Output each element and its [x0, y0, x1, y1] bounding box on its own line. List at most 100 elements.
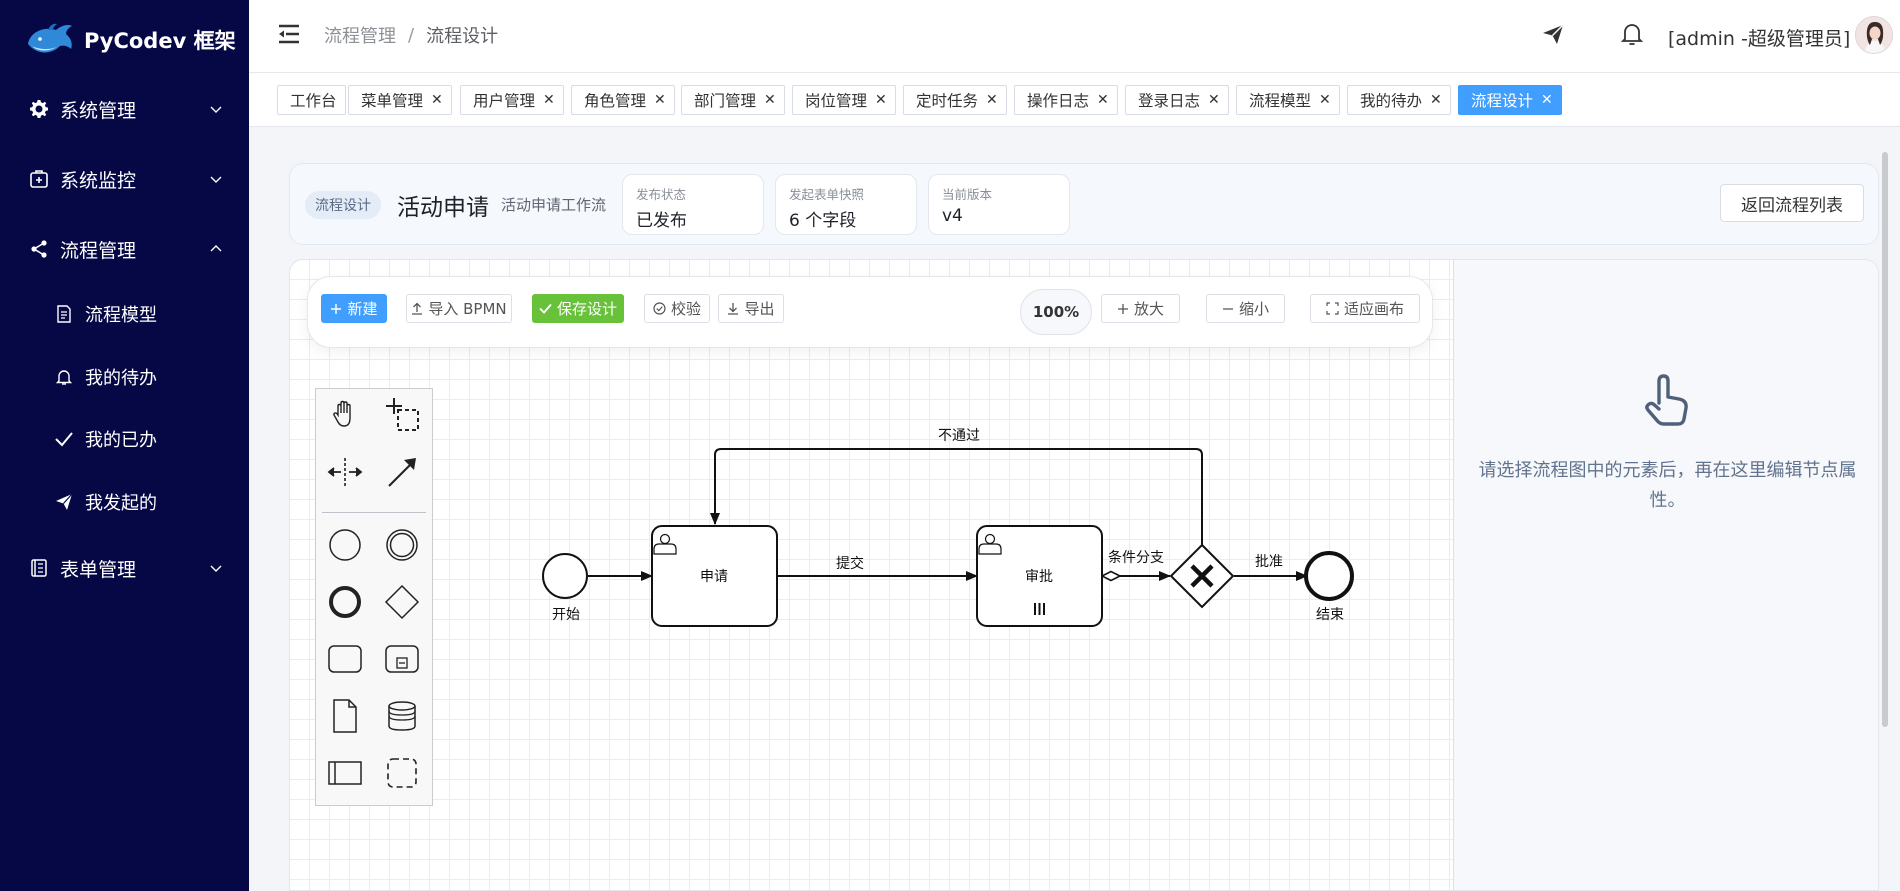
save-design-button[interactable]: 保存设计	[532, 294, 624, 323]
breadcrumb-item[interactable]: 流程管理	[324, 26, 396, 47]
start-event-tool-icon[interactable]	[325, 525, 365, 565]
export-button[interactable]: 导出	[718, 294, 784, 323]
avatar[interactable]	[1855, 16, 1893, 54]
subprocess-tool-icon[interactable]	[382, 639, 422, 679]
start-event[interactable]: 开始	[542, 553, 588, 623]
tag-user-management[interactable]: 用户管理 ✕	[460, 85, 564, 115]
pool-tool-icon[interactable]	[325, 753, 365, 793]
close-icon[interactable]: ✕	[875, 92, 887, 108]
close-icon[interactable]: ✕	[1541, 92, 1553, 108]
tag-login-log[interactable]: 登录日志 ✕	[1125, 85, 1229, 115]
vertical-scrollbar[interactable]	[1882, 152, 1888, 727]
close-icon[interactable]: ✕	[1208, 92, 1220, 108]
fit-canvas-button[interactable]: 适应画布	[1310, 294, 1420, 323]
close-icon[interactable]: ✕	[1097, 92, 1109, 108]
tag-my-todo[interactable]: 我的待办 ✕	[1347, 85, 1451, 115]
chevron-down-icon	[210, 176, 222, 183]
user-task-apply[interactable]: 申请	[651, 525, 778, 627]
download-icon	[727, 302, 739, 315]
gateway-tool-icon[interactable]	[382, 582, 422, 622]
user-name[interactable]: [admin -超级管理员]	[1668, 28, 1851, 50]
tag-process-model[interactable]: 流程模型 ✕	[1236, 85, 1340, 115]
tag-dept-management[interactable]: 部门管理 ✕	[681, 85, 785, 115]
space-tool-icon[interactable]	[325, 452, 365, 492]
menu-process-management[interactable]: 流程管理	[0, 221, 249, 277]
close-icon[interactable]: ✕	[654, 92, 666, 108]
flow-approved[interactable]: 批准	[1234, 554, 1308, 581]
lasso-tool-icon[interactable]	[382, 394, 422, 434]
flow-reject[interactable]: 不通过	[710, 428, 1203, 551]
zoom-out-button[interactable]: 缩小	[1206, 294, 1285, 323]
end-event[interactable]: 结束	[1304, 551, 1354, 623]
properties-hint: 请选择流程图中的元素后，再在这里编辑节点属性。	[1478, 460, 1857, 511]
close-icon[interactable]: ✕	[431, 92, 443, 108]
intermediate-event-tool-icon[interactable]	[382, 525, 422, 565]
form-icon	[28, 557, 50, 579]
bpmn-designer: 提交 条件分支 不通过 批准	[289, 259, 1879, 891]
menu-label: 系统监控	[60, 169, 137, 192]
tag-post-management[interactable]: 岗位管理 ✕	[792, 85, 896, 115]
tag-menu-management[interactable]: 菜单管理 ✕	[348, 85, 452, 115]
tag-process-design[interactable]: 流程设计 ✕	[1458, 85, 1562, 115]
flow-submit[interactable]: 提交	[777, 555, 978, 581]
menu-system-management[interactable]: 系统管理	[0, 81, 249, 137]
tags-view-bar: 工作台 菜单管理 ✕ 用户管理 ✕ 角色管理 ✕ 部门管理 ✕ 岗位管理 ✕ 定…	[249, 72, 1900, 127]
close-icon[interactable]: ✕	[764, 92, 776, 108]
send-icon	[54, 492, 74, 512]
connect-tool-icon[interactable]	[382, 452, 422, 492]
flow-label-submit: 提交	[836, 555, 864, 572]
tag-label: 工作台	[290, 92, 337, 110]
exclusive-gateway[interactable]	[1169, 543, 1235, 609]
start-event-label: 开始	[552, 607, 580, 623]
tag-label: 流程设计	[1471, 92, 1534, 110]
menu-system-monitor[interactable]: 系统监控	[0, 151, 249, 207]
button-label: 适应画布	[1343, 300, 1404, 318]
tag-label: 用户管理	[473, 92, 536, 110]
tag-label: 我的待办	[1360, 92, 1423, 110]
logo[interactable]: PyCodev 框架	[24, 14, 236, 66]
chevron-down-icon	[210, 565, 222, 572]
submenu-process-model[interactable]: 流程模型	[0, 289, 249, 339]
page-badge: 流程设计	[305, 191, 381, 219]
bell-icon[interactable]	[1620, 21, 1644, 47]
flow-approve-to-gateway[interactable]: 条件分支	[1100, 549, 1171, 582]
process-info-card: 流程设计 活动申请 活动申请工作流 发布状态 已发布 发起表单快照 6 个字段 …	[289, 163, 1879, 245]
tag-operation-log[interactable]: 操作日志 ✕	[1014, 85, 1118, 115]
close-icon[interactable]: ✕	[986, 92, 998, 108]
hamburger-menu-icon[interactable]	[277, 22, 301, 46]
zoom-in-button[interactable]: 放大	[1101, 294, 1180, 323]
back-to-list-button[interactable]: 返回流程列表	[1720, 184, 1864, 222]
bpmn-palette	[315, 388, 433, 806]
end-event-tool-icon[interactable]	[325, 582, 365, 622]
minus-icon	[1222, 303, 1234, 315]
submenu-label: 我的已办	[85, 430, 157, 451]
menu-form-management[interactable]: 表单管理	[0, 540, 249, 596]
end-event-label: 结束	[1316, 607, 1344, 623]
breadcrumb: 流程管理 / 流程设计	[324, 22, 498, 48]
tag-scheduled-tasks[interactable]: 定时任务 ✕	[903, 85, 1007, 115]
submenu-my-done[interactable]: 我的已办	[0, 414, 249, 464]
main-content: 流程设计 活动申请 活动申请工作流 发布状态 已发布 发起表单快照 6 个字段 …	[249, 127, 1900, 891]
validate-button[interactable]: 校验	[644, 294, 710, 323]
button-label: 放大	[1133, 300, 1164, 318]
app-title: PyCodev 框架	[84, 29, 236, 53]
task-tool-icon[interactable]	[325, 639, 365, 679]
data-object-tool-icon[interactable]	[325, 696, 365, 736]
tag-label: 操作日志	[1027, 92, 1090, 110]
bpmn-canvas[interactable]: 提交 条件分支 不通过 批准	[290, 260, 1453, 890]
data-store-tool-icon[interactable]	[382, 696, 422, 736]
close-icon[interactable]: ✕	[1319, 92, 1331, 108]
group-tool-icon[interactable]	[382, 753, 422, 793]
close-icon[interactable]: ✕	[1430, 92, 1442, 108]
tag-role-management[interactable]: 角色管理 ✕	[571, 85, 675, 115]
submenu-my-todo[interactable]: 我的待办	[0, 352, 249, 402]
button-label: 保存设计	[556, 300, 617, 318]
tag-workbench[interactable]: 工作台	[277, 85, 346, 115]
paper-plane-icon[interactable]	[1541, 22, 1565, 46]
user-task-approve[interactable]: 审批	[976, 525, 1103, 627]
close-icon[interactable]: ✕	[543, 92, 555, 108]
hand-tool-icon[interactable]	[325, 394, 365, 434]
new-button[interactable]: 新建	[321, 294, 387, 323]
import-bpmn-button[interactable]: 导入 BPMN	[406, 294, 512, 323]
submenu-my-initiated[interactable]: 我发起的	[0, 477, 249, 527]
